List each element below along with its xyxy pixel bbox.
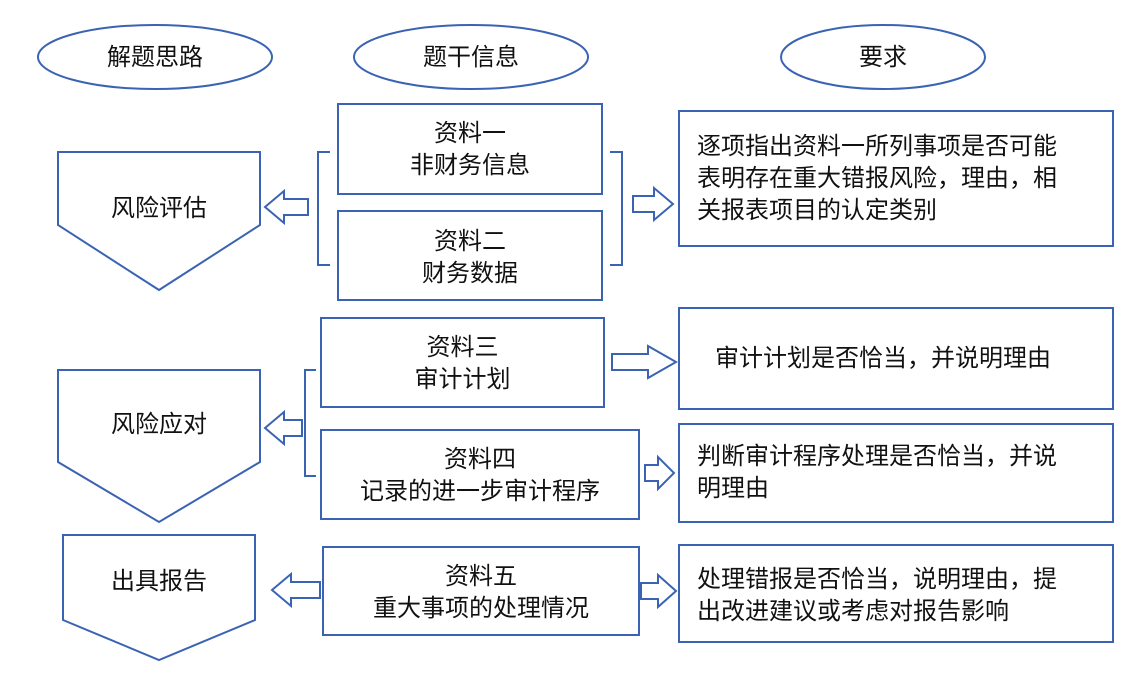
material-5-subtitle: 重大事项的处理情况 — [373, 594, 589, 622]
requirement-4-line-1: 处理错报是否恰当，说明理由，提 — [697, 565, 1057, 593]
material-2-box — [337, 210, 603, 301]
requirement-1-line-2: 表明存在重大错报风险，理由，相 — [697, 164, 1057, 192]
stage-risk-response-label: 风险应对 — [111, 410, 207, 438]
material-2-title: 资料二 — [434, 227, 506, 255]
header-approach-ellipse — [37, 24, 273, 90]
stage-risk-assessment-label: 风险评估 — [111, 194, 207, 222]
requirement-3-box — [678, 423, 1114, 523]
arrow-to-reporting — [270, 571, 321, 609]
arrow-to-requirement-3 — [644, 454, 676, 492]
material-3-subtitle: 审计计划 — [414, 365, 511, 393]
material-4-title: 资料四 — [444, 445, 516, 473]
material-5-title: 资料五 — [445, 562, 517, 590]
bracket-left-1 — [317, 151, 330, 266]
arrow-to-risk-response — [263, 409, 303, 447]
requirement-2-box — [678, 307, 1114, 410]
stage-reporting-label: 出具报告 — [111, 567, 207, 595]
arrow-to-requirement-4 — [640, 572, 678, 610]
arrow-to-requirement-2 — [611, 344, 679, 380]
material-1-subtitle: 非财务信息 — [410, 151, 530, 179]
material-4-box — [320, 429, 640, 520]
header-requirement-ellipse — [780, 24, 986, 90]
header-requirement-label: 要求 — [859, 43, 907, 71]
material-4-subtitle: 记录的进一步审计程序 — [360, 477, 600, 505]
material-5-box — [322, 546, 640, 636]
requirement-4-box — [678, 544, 1114, 643]
bracket-right-1 — [610, 151, 623, 266]
stage-risk-assessment-shape — [57, 151, 261, 292]
requirement-4-line-2: 出改进建议或考虑对报告影响 — [697, 597, 1009, 625]
bracket-left-2 — [304, 369, 316, 477]
header-info-label: 题干信息 — [423, 43, 519, 71]
stage-reporting-shape — [62, 534, 256, 662]
arrow-to-requirement-1 — [632, 185, 675, 223]
header-approach-label: 解题思路 — [107, 43, 203, 71]
requirement-2-line-1: 审计计划是否恰当，并说明理由 — [715, 344, 1051, 372]
material-3-title: 资料三 — [426, 333, 499, 361]
requirement-3-line-2: 明理由 — [697, 474, 769, 502]
arrow-to-risk-assessment — [263, 188, 309, 226]
material-3-box — [320, 317, 605, 408]
requirement-1-line-3: 关报表项目的认定类别 — [697, 196, 937, 224]
requirement-1-line-1: 逐项指出资料一所列事项是否可能 — [697, 132, 1057, 160]
material-1-title: 资料一 — [434, 119, 506, 147]
stage-risk-response-shape — [57, 369, 261, 524]
material-2-subtitle: 财务数据 — [422, 259, 518, 287]
requirement-1-box — [678, 110, 1114, 247]
header-info-ellipse — [353, 24, 589, 90]
material-1-box — [337, 103, 603, 195]
requirement-3-line-1: 判断审计程序处理是否恰当，并说 — [697, 442, 1057, 470]
